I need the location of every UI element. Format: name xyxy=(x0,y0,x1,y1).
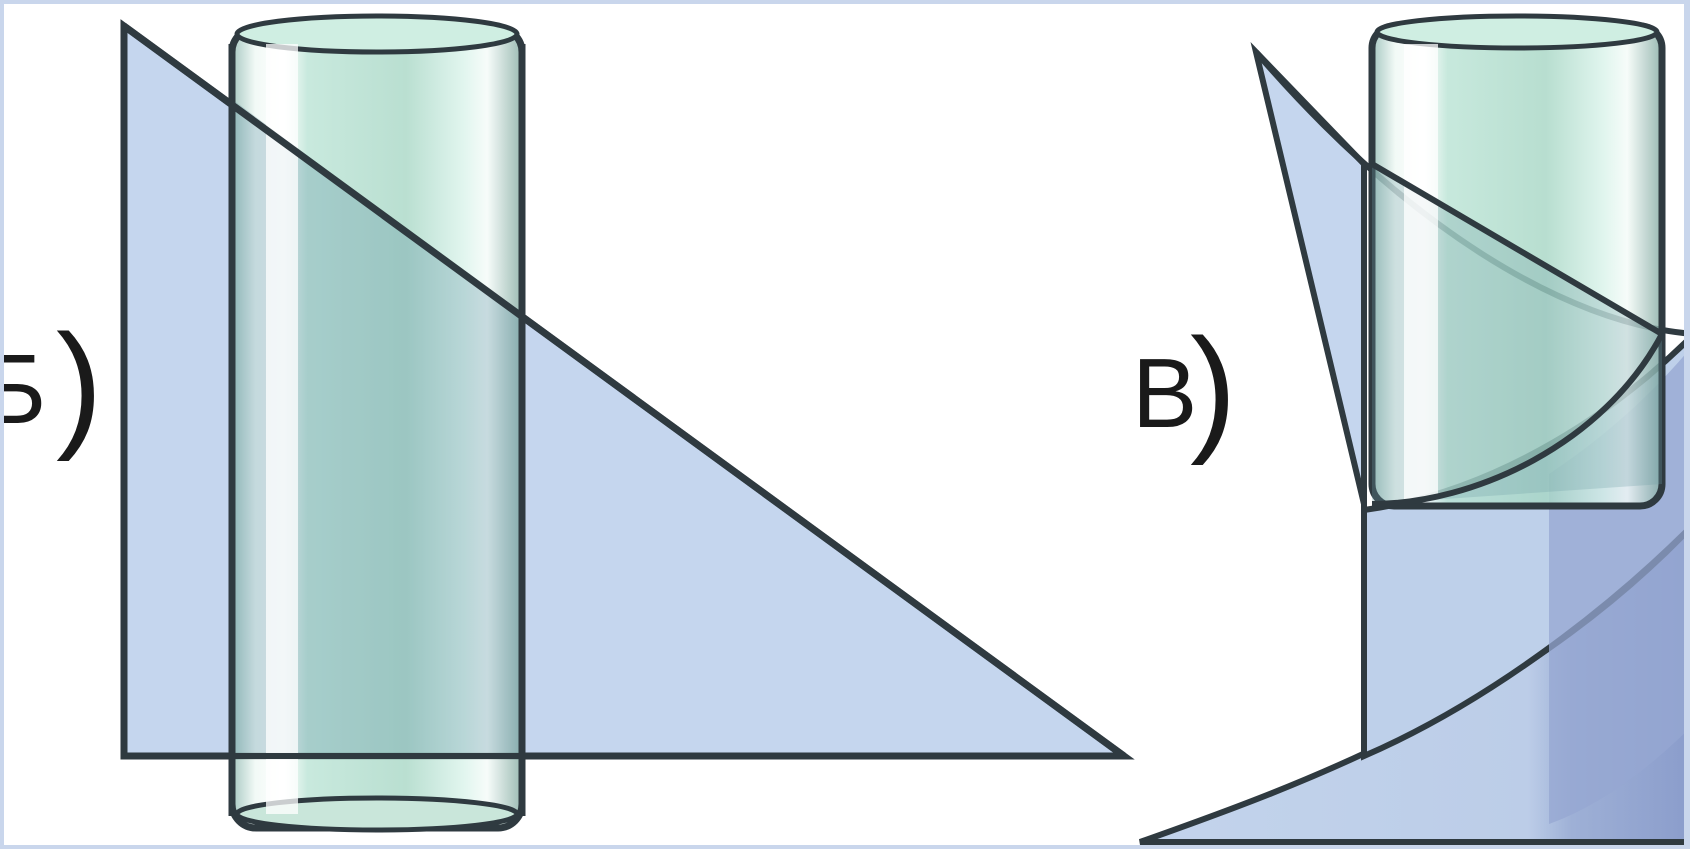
cylinder-highlight-v xyxy=(1404,44,1438,499)
geometry-diagram xyxy=(120,13,1684,845)
panel-v xyxy=(1138,13,1684,845)
diagonal-v xyxy=(1370,161,1664,337)
panel-b xyxy=(120,13,1135,833)
panel-label-v: В xyxy=(1132,338,1198,448)
triangle-v xyxy=(1250,42,1367,505)
cylinder-top-v xyxy=(1374,13,1660,51)
panel-paren-b: ) xyxy=(56,305,103,462)
cylinder-rim-v xyxy=(1371,332,1665,507)
panel-paren-v: ) xyxy=(1190,309,1237,466)
hypotenuse-b xyxy=(121,23,1127,759)
cylinder-bottom-b xyxy=(234,795,520,833)
cylinder-highlight-b xyxy=(266,44,298,814)
cylinder-top-b xyxy=(234,13,520,55)
panel-label-b: Б xyxy=(4,340,46,438)
